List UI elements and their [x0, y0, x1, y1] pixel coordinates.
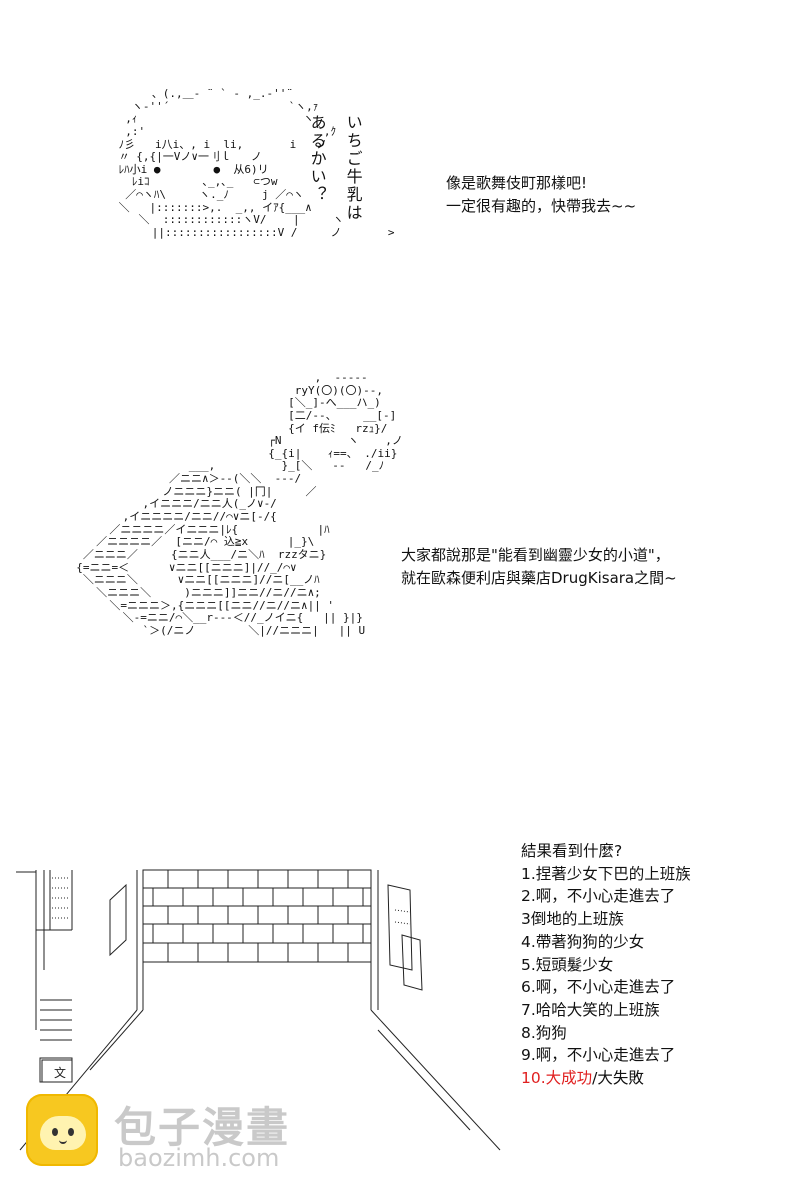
character-ascii-art-1: 、(.,＿‐ ¨ ` ‐ ,_.-''¨ ヽ-''´ `ヽ,ｧ ,ｨ ヽ ,:'… [118, 87, 395, 240]
result-item-10-fail: /大失敗 [592, 1069, 644, 1088]
watermark-title: 包子漫畫 [114, 1103, 291, 1152]
caption-2-line-2: 就在歐森便利店與藥店DrugKisara之間~ [401, 568, 677, 587]
speech-column-2: あるかい？ [307, 114, 327, 204]
caption-1: 像是歌舞伎町那樣吧! 一定很有趣的，快帶我去~~ [446, 172, 636, 217]
result-item-5: 5.短頭髮少女 [521, 955, 614, 974]
result-item-7: 7.哈哈大笑的上班族 [521, 1000, 660, 1019]
result-item-10: 10.大成功/大失敗 [521, 1067, 691, 1090]
result-item-1: 1.捏著少女下巴的上班族 [521, 864, 691, 883]
watermark-url: baozimh.com [118, 1144, 280, 1172]
result-item-10-success: 10.大成功 [521, 1069, 593, 1088]
caption-2: 大家都說那是"能看到幽靈少女的小道"， 就在歐森便利店與藥店DrugKisara… [401, 544, 677, 589]
result-item-6: 6.啊，不小心走進去了 [521, 978, 676, 997]
result-heading: 結果看到什麼? [521, 842, 623, 860]
result-item-9: 9.啊，不小心走進去了 [521, 1046, 676, 1065]
speech-column-1: いちご牛乳は [343, 114, 363, 222]
panel-2: , ‐‐‐‐‐ ryY(〇)(〇)‐‐, [＼_]‐へ___ハ_) [二/‐‐、… [0, 360, 800, 770]
result-item-8: 8.狗狗 [521, 1023, 567, 1042]
panel-3: 文 結果看到什麼? 1.捏著少女下巴的上班族 2.啊，不小心走進去了 3倒地的上… [0, 830, 800, 1170]
result-item-4: 4.帶著狗狗的少女 [521, 932, 645, 951]
panel-1: 、(.,＿‐ ¨ ` ‐ ,_.-''¨ ヽ-''´ `ヽ,ｧ ,ｨ ヽ ,:'… [0, 0, 800, 330]
caption-1-line-2: 一定很有趣的，快帶我去~~ [446, 196, 637, 215]
alley-scene-art: 文 [16, 869, 501, 1151]
caption-1-line-1: 像是歌舞伎町那樣吧! [446, 174, 588, 192]
result-list: 結果看到什麼? 1.捏著少女下巴的上班族 2.啊，不小心走進去了 3倒地的上班族… [521, 840, 691, 1090]
watermark: 包子漫畫 baozimh.com [26, 1094, 326, 1174]
result-item-3: 3倒地的上班族 [521, 910, 624, 929]
character-ascii-art-2: , ‐‐‐‐‐ ryY(〇)(〇)‐‐, [＼_]‐へ___ハ_) [二/‐‐、… [76, 371, 403, 637]
caption-2-line-1: 大家都說那是"能看到幽靈少女的小道"， [401, 546, 670, 564]
bun-mascot-icon [26, 1094, 98, 1166]
result-item-2: 2.啊，不小心走進去了 [521, 887, 676, 906]
shop-sign-char: 文 [54, 1065, 66, 1080]
